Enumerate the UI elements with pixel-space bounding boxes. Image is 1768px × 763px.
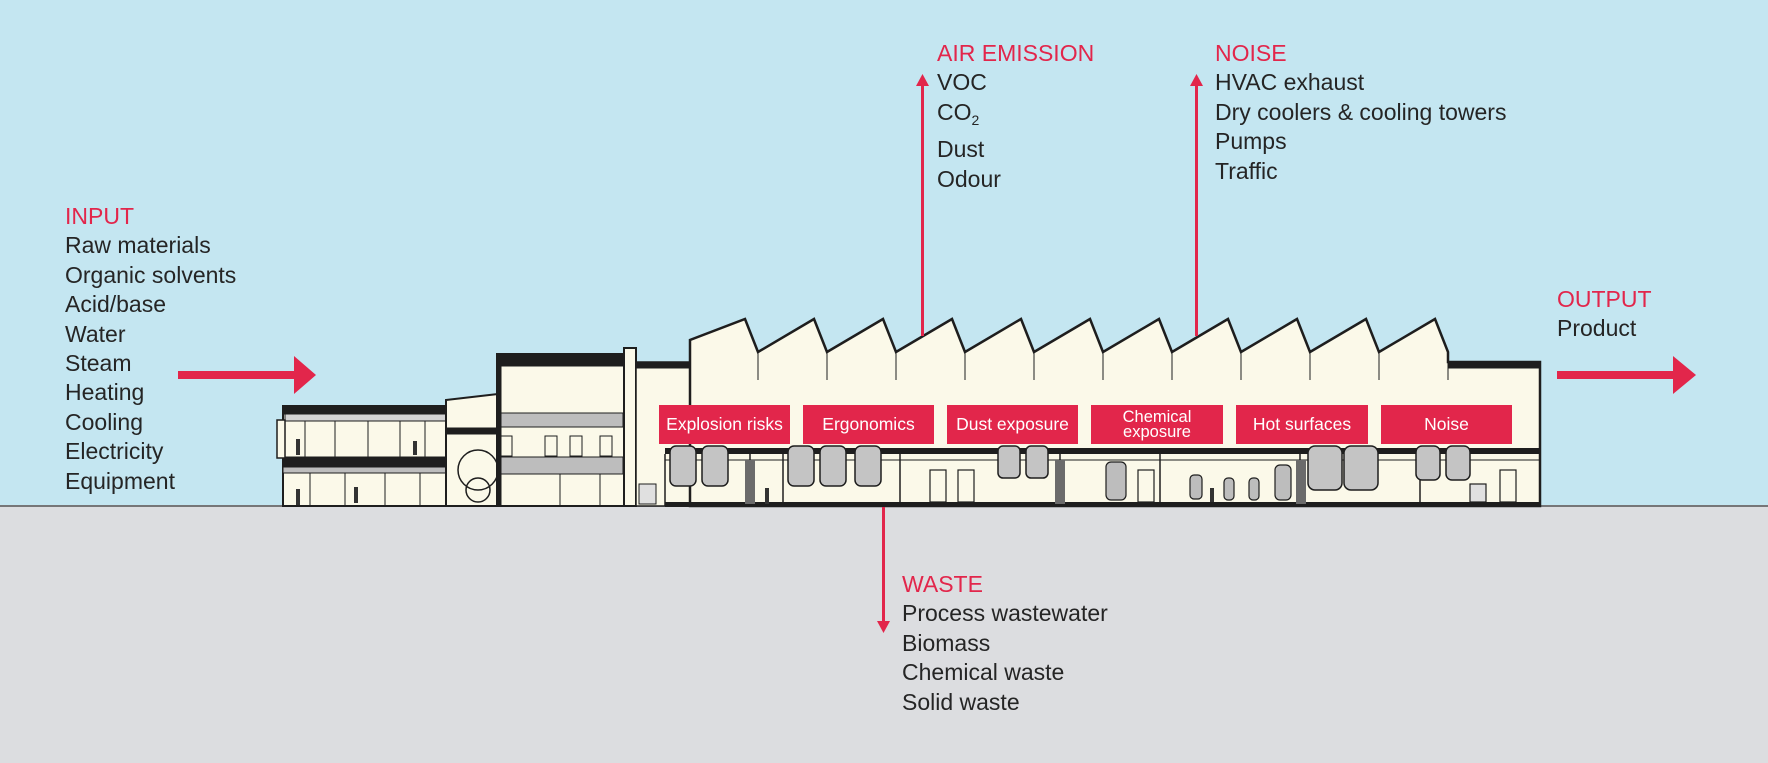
noise-item: Traffic bbox=[1215, 157, 1278, 184]
air-emission-item: Odour bbox=[937, 165, 1001, 192]
hazard-hot-surfaces: Hot surfaces bbox=[1236, 405, 1368, 444]
hazard-chemical-exposure-line1: Chemical bbox=[1122, 407, 1192, 426]
co2-subscript: 2 bbox=[971, 111, 980, 128]
input-item: Acid/base bbox=[65, 291, 167, 318]
waste-block: WASTE Process wastewater Biomass Chemica… bbox=[902, 570, 1108, 717]
output-arrow bbox=[1557, 356, 1696, 394]
waste-item: Biomass bbox=[902, 629, 991, 656]
air-emission-block: AIR EMISSION VOC CO2 Dust Odour bbox=[937, 39, 1094, 194]
co2-base: CO bbox=[937, 98, 972, 125]
input-item: Equipment bbox=[65, 467, 175, 494]
waste-arrow bbox=[877, 507, 890, 633]
air-emission-item-co2: CO2 bbox=[937, 98, 1094, 135]
hazard-noise: Noise bbox=[1381, 405, 1512, 444]
office-wing bbox=[276, 347, 692, 507]
input-item: Organic solvents bbox=[65, 261, 237, 288]
waste-heading: WASTE bbox=[902, 571, 983, 597]
hazard-ergonomics: Ergonomics bbox=[803, 405, 934, 444]
input-item: Raw materials bbox=[65, 232, 211, 259]
waste-item: Process wastewater bbox=[902, 600, 1108, 627]
noise-item: Pumps bbox=[1215, 128, 1287, 155]
input-item: Heating bbox=[65, 379, 145, 406]
input-item: Cooling bbox=[65, 408, 143, 435]
input-heading: INPUT bbox=[65, 203, 134, 229]
input-item: Water bbox=[65, 320, 126, 347]
hazard-chemical-exposure: Chemical exposure bbox=[1091, 405, 1223, 444]
hazard-chemical-exposure-line2: exposure bbox=[1123, 422, 1191, 441]
input-item: Electricity bbox=[65, 438, 164, 465]
air-emission-item: Dust bbox=[937, 136, 985, 163]
noise-heading: NOISE bbox=[1215, 40, 1287, 66]
air-emission-arrow bbox=[916, 74, 929, 336]
waste-item: Solid waste bbox=[902, 688, 1020, 715]
output-item: Product bbox=[1557, 315, 1637, 342]
air-emission-heading: AIR EMISSION bbox=[937, 40, 1095, 66]
waste-item: Chemical waste bbox=[902, 659, 1065, 686]
output-heading: OUTPUT bbox=[1557, 286, 1652, 312]
output-block: OUTPUT Product bbox=[1557, 285, 1652, 344]
input-arrow bbox=[178, 356, 316, 394]
noise-block: NOISE HVAC exhaust Dry coolers & cooling… bbox=[1215, 39, 1506, 186]
input-item: Steam bbox=[65, 350, 132, 377]
noise-item: Dry coolers & cooling towers bbox=[1215, 98, 1507, 125]
air-emission-item: VOC bbox=[937, 69, 987, 96]
noise-arrow bbox=[1190, 74, 1203, 336]
hazard-dust-exposure: Dust exposure bbox=[947, 405, 1078, 444]
input-block: INPUT Raw materials Organic solvents Aci… bbox=[65, 202, 236, 496]
noise-item: HVAC exhaust bbox=[1215, 69, 1365, 96]
people-silhouettes bbox=[296, 439, 1214, 505]
hazard-explosion-risks: Explosion risks bbox=[659, 405, 790, 444]
